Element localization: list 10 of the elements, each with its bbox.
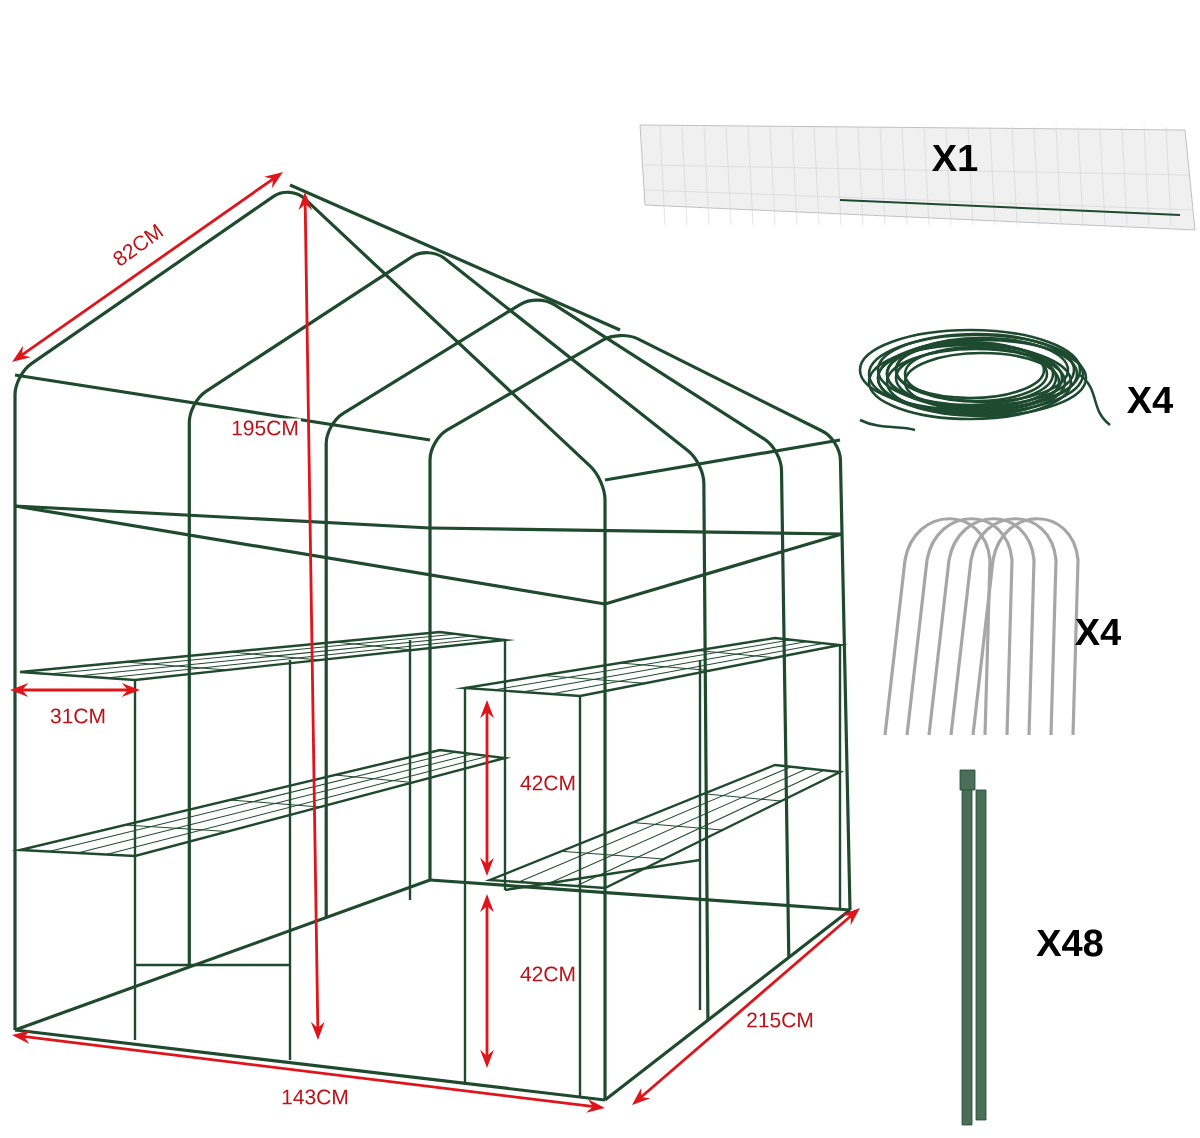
quantity-label: X4	[1127, 386, 1174, 414]
quantity-label: X48	[1036, 929, 1103, 957]
dimension-label: 143CM	[279, 1087, 351, 1107]
quantity-label: X4	[1075, 618, 1122, 646]
quantity-label: X1	[932, 144, 978, 172]
dimension-label: 42CM	[518, 964, 578, 984]
dimension-label: 31CM	[48, 706, 108, 726]
dimension-label: 195CM	[229, 418, 301, 438]
dimension-label: 42CM	[518, 773, 578, 793]
dimension-label: 215CM	[744, 1010, 816, 1030]
